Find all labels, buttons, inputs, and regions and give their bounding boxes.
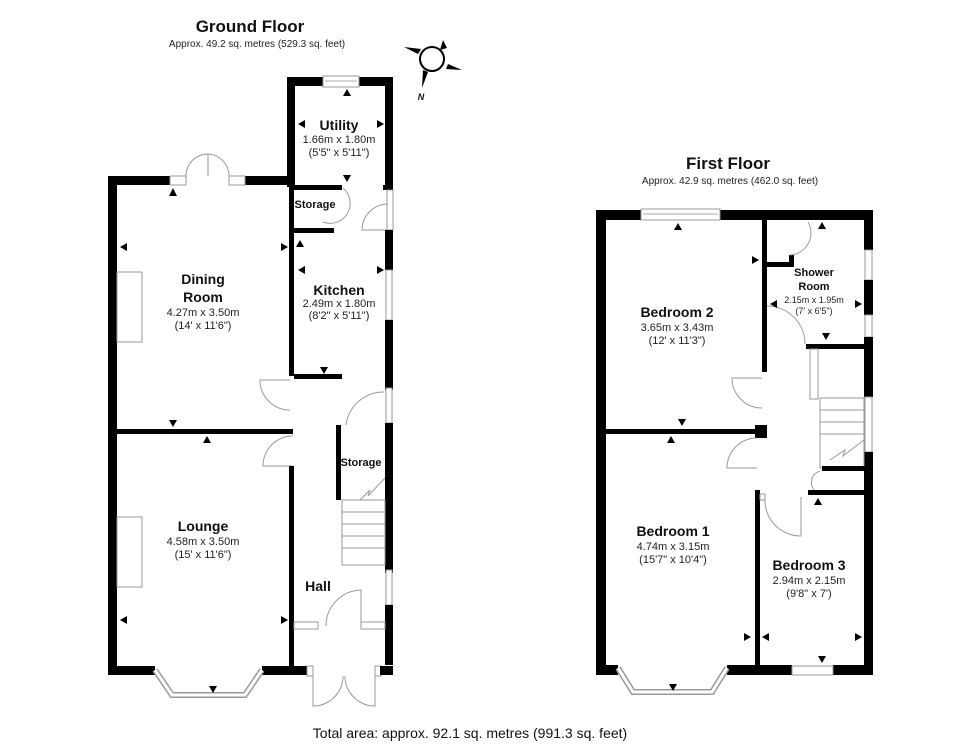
- room-imperial: (5'5" x 5'11"): [308, 147, 370, 159]
- room-name: Hall: [305, 578, 331, 594]
- room-name: Kitchen: [313, 282, 365, 298]
- compass-icon: [404, 40, 462, 88]
- first-floor-area: Approx. 42.9 sq. metres (462.0 sq. feet): [641, 176, 819, 187]
- room-metric: 2.49m x 1.80m: [302, 298, 376, 310]
- room-imperial: (8'2" x 5'11"): [308, 310, 370, 322]
- compass-north-label: N: [417, 92, 425, 102]
- room-name: Bedroom 2: [640, 304, 714, 320]
- room-metric: 2.15m x 1.95m: [784, 295, 844, 305]
- room-name: Lounge: [177, 518, 229, 534]
- room-imperial: (7' x 6'5"): [795, 306, 833, 316]
- room-imperial: (15' x 11'6"): [174, 549, 232, 561]
- room-name: Dining: [181, 271, 225, 287]
- room-name: Bedroom 3: [772, 557, 846, 573]
- room-name-line2: Room: [798, 281, 830, 293]
- first-floor-title: First Floor: [685, 154, 771, 173]
- room-imperial: (12' x 11'3"): [648, 335, 706, 347]
- room-imperial: (15'7" x 10'4"): [639, 554, 707, 566]
- room-name: Utility: [319, 117, 359, 133]
- room-metric: 3.65m x 3.43m: [640, 322, 714, 334]
- room-imperial: (14' x 11'6"): [174, 320, 232, 332]
- room-metric: 1.66m x 1.80m: [302, 134, 376, 146]
- room-name: Storage: [294, 199, 336, 211]
- total-area: Total area: approx. 92.1 sq. metres (991…: [312, 725, 628, 741]
- ground-floor-area: Approx. 49.2 sq. metres (529.3 sq. feet): [168, 39, 346, 50]
- ground-floor-title: Ground Floor: [195, 17, 305, 36]
- room-metric: 4.74m x 3.15m: [636, 541, 710, 553]
- first-floor-plan: [596, 208, 873, 695]
- room-name: Shower: [794, 267, 834, 279]
- room-metric: 4.58m x 3.50m: [166, 536, 240, 548]
- room-metric: 2.94m x 2.15m: [772, 575, 846, 587]
- room-name: Storage: [340, 457, 382, 469]
- room-metric: 4.27m x 3.50m: [166, 307, 240, 319]
- ground-floor-plan: [108, 75, 394, 707]
- room-name: Bedroom 1: [636, 523, 710, 539]
- room-imperial: (9'8" x 7'): [786, 588, 832, 600]
- room-name-line2: Room: [183, 289, 223, 305]
